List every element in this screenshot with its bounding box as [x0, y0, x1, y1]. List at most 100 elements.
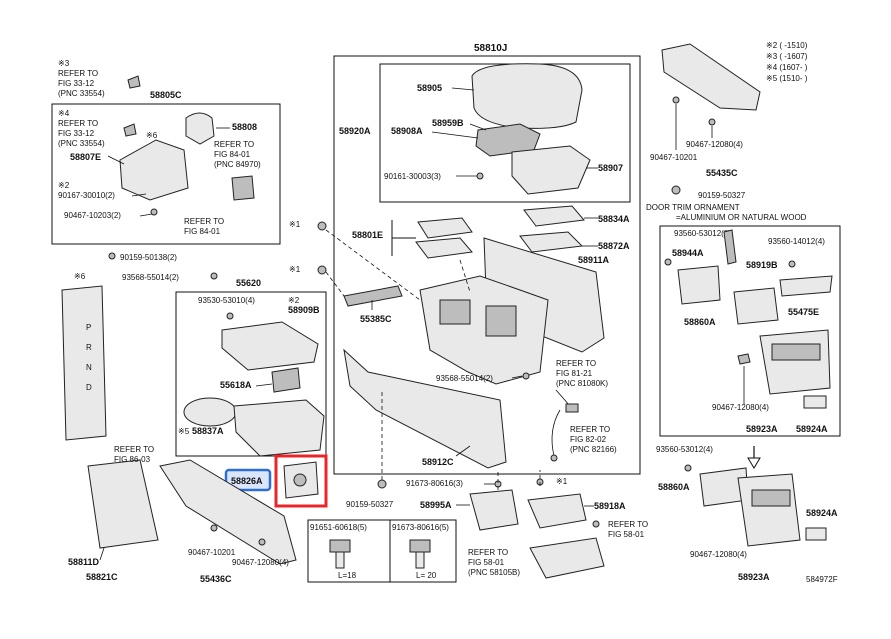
label-90467b: 90467-10201 [188, 548, 236, 557]
bracket-58105B [529, 537, 605, 579]
label-58810J: 58810J [474, 43, 507, 54]
label-90467f: 90467-12080(4) [712, 403, 769, 412]
svg-text:REFER TO: REFER TO [608, 520, 648, 529]
label-55618A: 55618A [220, 380, 252, 390]
svg-text:FIG 82-02: FIG 82-02 [570, 435, 607, 444]
screw-90161 [476, 172, 484, 180]
label-58924Aa: 58924A [796, 424, 828, 434]
panel-58811D [87, 459, 159, 549]
svg-text:(PNC 81080K): (PNC 81080K) [556, 379, 608, 388]
label-90167: 90167-30010(2) [58, 191, 115, 200]
svg-text:REFER TO: REFER TO [58, 119, 98, 128]
svg-text:L= 20: L= 20 [416, 571, 437, 580]
svg-text:REFER TO: REFER TO [556, 359, 596, 368]
clip-90159b [377, 479, 387, 489]
label-58923Ab: 58923A [738, 572, 770, 582]
arrow-down-icon [747, 457, 761, 469]
svg-text:※1: ※1 [289, 265, 301, 274]
cup-lid-58909B [221, 321, 319, 371]
cover-58924A-upper [803, 395, 827, 409]
label-90467e: 90467-10201 [650, 153, 698, 162]
label-91651: 91651-60618(5) [310, 523, 367, 532]
svg-text:※2 ( -1510): ※2 ( -1510) [766, 41, 808, 50]
label-58905: 58905 [417, 83, 442, 93]
svg-text:※4: ※4 [58, 109, 70, 118]
side-panel-58912C [343, 348, 507, 469]
cup-holder-body [233, 399, 325, 457]
highlight-red-box[interactable] [274, 454, 328, 508]
label-90161: 90161-30003(3) [384, 172, 441, 181]
svg-text:※5 (1510- ): ※5 (1510- ) [766, 74, 808, 83]
label-58805C: 58805C [150, 90, 182, 100]
vent-58860A-upper [677, 265, 721, 305]
label-58923Aa: 58923A [746, 424, 778, 434]
clip-55618A [271, 367, 301, 393]
label-58944A: 58944A [672, 248, 704, 258]
box-58805C [51, 103, 281, 245]
svg-text:FIG 58-01: FIG 58-01 [468, 558, 505, 567]
label-58959B: 58959B [432, 118, 464, 128]
svg-text:※1: ※1 [289, 220, 301, 229]
mat-upper [417, 217, 473, 239]
label-90467c: 90467-12080(4) [232, 558, 289, 567]
label-58919B: 58919B [746, 260, 778, 270]
svg-text:REFER TO: REFER TO [184, 217, 224, 226]
label-58807E: 58807E [70, 152, 101, 162]
label-58920A: 58920A [339, 126, 371, 136]
label-58907: 58907 [598, 163, 623, 173]
switch-84970 [231, 175, 255, 201]
svg-text:D: D [86, 383, 92, 392]
label-58826A[interactable]: 58826A [231, 476, 263, 486]
svg-text:FIG 58-01: FIG 58-01 [608, 530, 645, 539]
svg-text:(PNC 84970): (PNC 84970) [214, 160, 261, 169]
svg-text:R: R [86, 343, 92, 352]
label-91673b: 91673-80616(5) [392, 523, 449, 532]
bracket-58944A [723, 229, 737, 265]
mat-58837A [183, 397, 237, 427]
svg-text:(PNC 33554): (PNC 33554) [58, 89, 105, 98]
cover-58924A-lower [805, 527, 827, 541]
svg-text:REFER TO: REFER TO [214, 140, 254, 149]
label-90467g: 90467-12080(4) [690, 550, 747, 559]
label-93530: 93530-53010(4) [198, 296, 255, 305]
label-58872A: 58872A [598, 241, 630, 251]
svg-text:※1: ※1 [556, 477, 568, 486]
tray-58801E [415, 237, 473, 259]
connector-81080K [565, 403, 579, 413]
svg-text:※3: ※3 [58, 59, 70, 68]
svg-text:N: N [86, 363, 92, 372]
bracket-55385C [343, 285, 403, 307]
box-55620 [175, 291, 327, 457]
box-rear-panel [659, 225, 841, 437]
svg-text:REFER TO: REFER TO [570, 425, 610, 434]
svg-text:FIG 84-01: FIG 84-01 [184, 227, 221, 236]
label-55436C: 55436C [200, 574, 232, 584]
label-58995A: 58995A [420, 500, 452, 510]
clip-1a [317, 221, 327, 231]
mat-58834A [523, 205, 585, 227]
label-58860Ab: 58860A [658, 482, 690, 492]
svg-text:FIG 33-12: FIG 33-12 [58, 79, 95, 88]
svg-text:※3 ( -1607): ※3 ( -1607) [766, 52, 808, 61]
shift-knob-58808 [185, 112, 215, 145]
label-58801E: 58801E [352, 230, 383, 240]
clip-90159c [671, 185, 681, 195]
bracket-58995A [469, 489, 519, 531]
highlight-58826A[interactable] [224, 468, 272, 492]
ornament-58919B [733, 287, 779, 325]
label-93560a: 93560-53012(8) [674, 229, 731, 238]
shift-assy-58807E [119, 139, 189, 201]
label-90159b: 90159-50327 [346, 500, 394, 509]
svg-text:L=18: L=18 [338, 571, 357, 580]
rear-panel-58923A-lower [737, 473, 801, 547]
label-door-trim-2: =ALUMINIUM OR NATURAL WOOD [676, 213, 807, 222]
label-58811D: 58811D [68, 557, 100, 567]
label-58908A: 58908A [391, 126, 423, 136]
label-58837A: 58837A [192, 426, 224, 436]
label-58912C: 58912C [422, 457, 454, 467]
svg-text:FIG 86-03: FIG 86-03 [114, 455, 151, 464]
connector-33554b [123, 123, 137, 137]
bracket-58918A [527, 493, 587, 529]
